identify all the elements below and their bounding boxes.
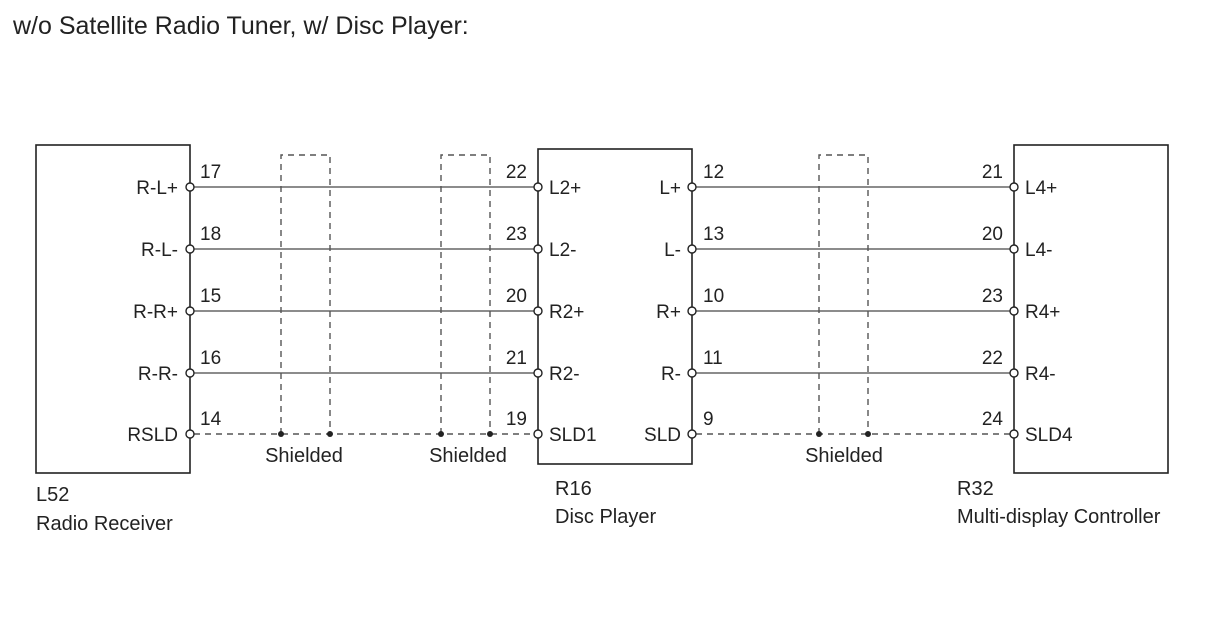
pin-numbers-left-from: 17 18 15 16 14 — [200, 162, 222, 430]
terminal — [687, 182, 697, 192]
terminal — [533, 429, 543, 439]
component-captions: L52 Radio Receiver R16 Disc Player R32 M… — [36, 478, 1161, 535]
pin-number: 13 — [703, 224, 724, 245]
pin-number: 23 — [506, 224, 527, 245]
pin-name: R-R- — [138, 364, 178, 385]
pin-name: R+ — [656, 302, 681, 323]
terminal — [1009, 429, 1019, 439]
shield-enclosures — [280, 154, 869, 434]
pin-number: 10 — [703, 286, 724, 307]
pin-number: 20 — [982, 224, 1003, 245]
pin-numbers-left-to: 22 23 20 21 19 — [506, 162, 527, 430]
shielded-label: Shielded — [805, 445, 883, 467]
pin-name: R-L- — [141, 240, 178, 261]
pin-number: 18 — [200, 224, 221, 245]
disc-player-pins-right: L+ L- R+ R- SLD — [644, 178, 681, 446]
pin-number: 11 — [703, 348, 723, 369]
terminal — [687, 244, 697, 254]
junction-dot — [327, 431, 333, 437]
terminal — [533, 244, 543, 254]
pin-number: 19 — [506, 409, 527, 430]
disc-player-code: R16 — [555, 478, 592, 500]
pin-number: 22 — [506, 162, 527, 183]
terminal — [1009, 244, 1019, 254]
wires-right-section — [696, 186, 1010, 435]
pin-number: 12 — [703, 162, 724, 183]
pin-name: SLD — [644, 425, 681, 446]
shield-outline-2 — [440, 154, 491, 434]
terminals — [185, 182, 1019, 439]
junction-dot — [438, 431, 444, 437]
pin-name: R- — [661, 364, 681, 385]
shield-outline-3 — [818, 154, 869, 434]
pin-number: 23 — [982, 286, 1003, 307]
pin-name: L4- — [1025, 240, 1052, 261]
pin-name: L- — [664, 240, 681, 261]
pin-number: 22 — [982, 348, 1003, 369]
junction-dot — [278, 431, 284, 437]
junction-dot — [816, 431, 822, 437]
shielded-label: Shielded — [429, 445, 507, 467]
pin-number: 21 — [506, 348, 527, 369]
radio-receiver-code: L52 — [36, 484, 69, 506]
pin-name: R-R+ — [133, 302, 178, 323]
terminal — [687, 429, 697, 439]
terminal — [533, 306, 543, 316]
terminal — [185, 429, 195, 439]
pin-number: 17 — [200, 162, 221, 183]
pin-name: SLD4 — [1025, 425, 1073, 446]
terminal — [533, 182, 543, 192]
shield-junctions — [278, 431, 871, 437]
pin-number: 20 — [506, 286, 527, 307]
pin-number: 14 — [200, 409, 222, 430]
terminal — [687, 306, 697, 316]
terminal — [533, 368, 543, 378]
radio-receiver-name: Radio Receiver — [36, 513, 173, 535]
radio-receiver-pins: R-L+ R-L- R-R+ R-R- RSLD — [127, 178, 178, 446]
pin-name: R4+ — [1025, 302, 1060, 323]
pin-name: L2- — [549, 240, 576, 261]
pin-name: L+ — [659, 178, 681, 199]
multi-display-controller-name: Multi-display Controller — [957, 506, 1161, 528]
multi-display-controller-pins: L4+ L4- R4+ R4- SLD4 — [1025, 178, 1073, 446]
shield-outline-1 — [280, 154, 331, 434]
disc-player-name: Disc Player — [555, 506, 656, 528]
pin-number: 15 — [200, 286, 221, 307]
pin-name: RSLD — [127, 425, 178, 446]
shielded-label: Shielded — [265, 445, 343, 467]
terminal — [185, 182, 195, 192]
pin-name: R2- — [549, 364, 580, 385]
pin-number: 16 — [200, 348, 221, 369]
disc-player-pins-left: L2+ L2- R2+ R2- SLD1 — [549, 178, 597, 446]
terminal — [185, 306, 195, 316]
terminal — [687, 368, 697, 378]
terminal — [1009, 306, 1019, 316]
pin-name: SLD1 — [549, 425, 597, 446]
junction-dot — [487, 431, 493, 437]
pin-numbers-right-to: 21 20 23 22 24 — [982, 162, 1004, 430]
pin-numbers-right-from: 12 13 10 11 9 — [703, 162, 724, 430]
junction-dot — [865, 431, 871, 437]
pin-number: 9 — [703, 409, 714, 430]
pin-number: 21 — [982, 162, 1003, 183]
pin-number: 24 — [982, 409, 1004, 430]
pin-name: L2+ — [549, 178, 581, 199]
terminal — [185, 244, 195, 254]
multi-display-controller-code: R32 — [957, 478, 994, 500]
terminal — [1009, 368, 1019, 378]
shield-labels: Shielded Shielded Shielded — [265, 445, 883, 467]
wires-left-section — [194, 186, 534, 435]
terminal — [1009, 182, 1019, 192]
diagram-title: w/o Satellite Radio Tuner, w/ Disc Playe… — [13, 12, 469, 40]
pin-name: R2+ — [549, 302, 584, 323]
pin-name: R4- — [1025, 364, 1056, 385]
pin-name: R-L+ — [136, 178, 178, 199]
terminal — [185, 368, 195, 378]
pin-name: L4+ — [1025, 178, 1057, 199]
